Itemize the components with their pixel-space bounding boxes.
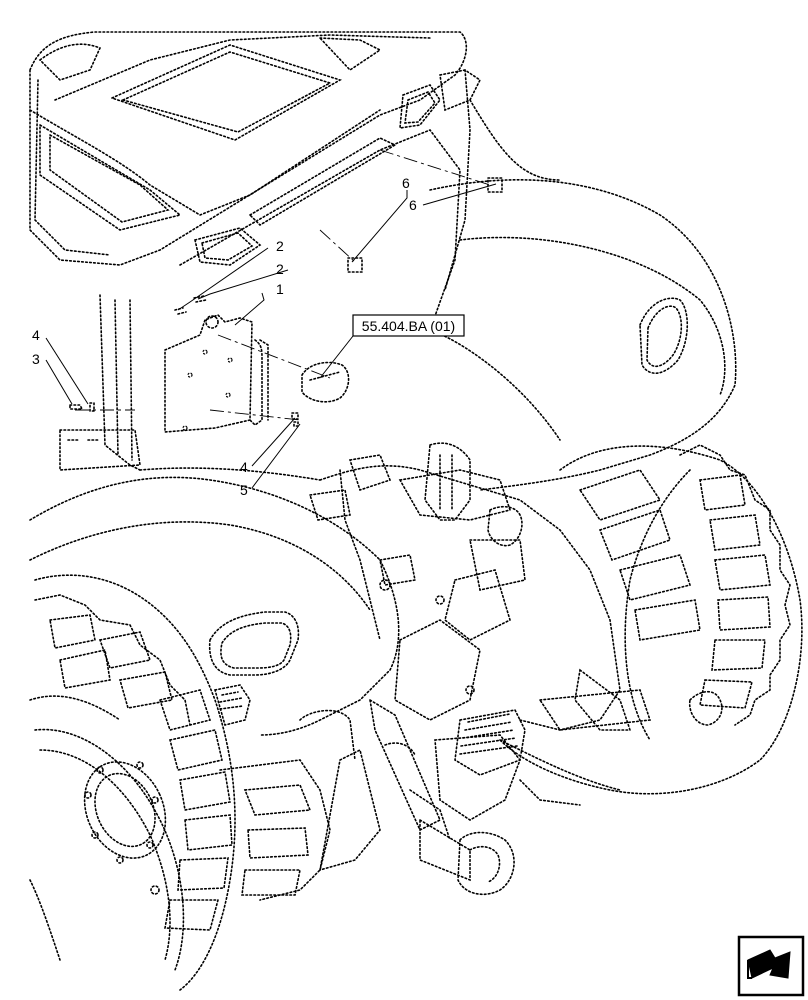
- small-parts: [69, 149, 503, 427]
- callout-4-right: 4: [240, 459, 248, 475]
- cab-post: [59, 294, 321, 481]
- callout-leaders: [45, 183, 497, 489]
- cross-reference-link[interactable]: 55.404.BA (01): [352, 314, 465, 337]
- callout-6-lower: 6: [409, 197, 417, 213]
- left-rear-tire: [29, 574, 331, 991]
- callout-4-left: 4: [32, 327, 40, 343]
- right-rear-tire: [499, 444, 803, 806]
- callout-6-upper: 6: [402, 175, 410, 191]
- callout-1: 1: [276, 281, 284, 297]
- callout-3: 3: [32, 351, 40, 367]
- cross-reference-label[interactable]: 55.404.BA (01): [362, 318, 455, 334]
- callout-2-upper: 2: [276, 238, 284, 254]
- callout-2-lower: 2: [276, 261, 284, 277]
- rear-hitch-assembly: [299, 442, 652, 896]
- callout-5: 5: [240, 482, 248, 498]
- callout-labels: 6 6 2 2 1 4 3 4 5: [32, 175, 417, 498]
- cab-roof: [29, 31, 561, 331]
- mounting-plate: [75, 314, 331, 433]
- next-page-arrow-icon[interactable]: [737, 935, 805, 997]
- fender-right: [429, 179, 737, 491]
- fender-left: [29, 476, 400, 736]
